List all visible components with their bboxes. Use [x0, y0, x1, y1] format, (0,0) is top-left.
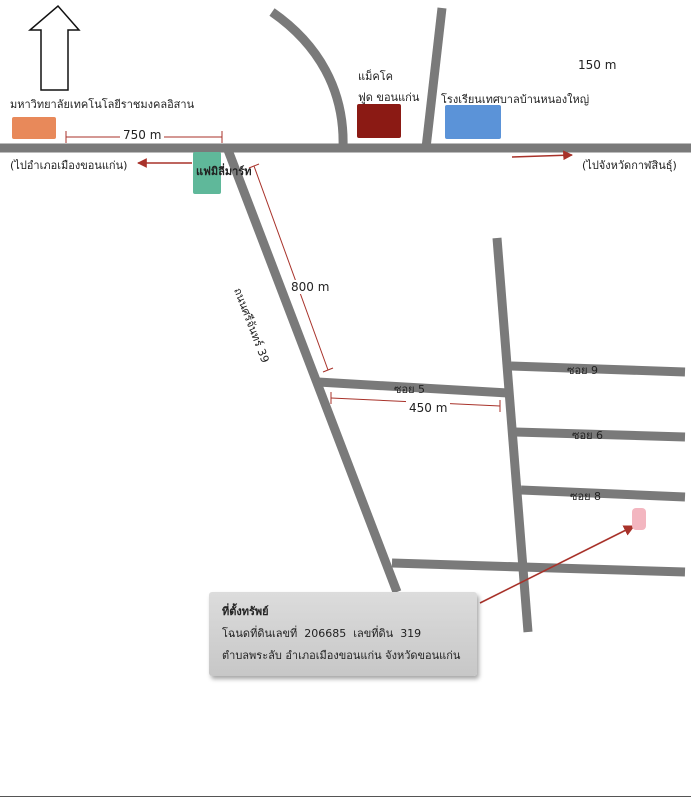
deed-number: 206685	[304, 627, 347, 640]
direction-right-label: (ไปจังหวัดกาฬสินธุ์)	[582, 159, 677, 172]
soi6-label: ซอย 6	[572, 429, 604, 442]
makro-label-1: แม็คโค	[358, 70, 393, 83]
dimension-800	[248, 163, 334, 373]
family-mart-marker	[193, 152, 221, 194]
makro-label-2: ฟูด ขอนแก่น	[358, 91, 420, 104]
family-mart-label: แฟมิลี่มาร์ท	[196, 165, 252, 178]
deed-line: โฉนดที่ดินเลขที่ 206685 เลขที่ดิน 319	[222, 624, 421, 642]
distance-800: 800 m	[289, 280, 332, 294]
university-label: มหาวิทยาลัยเทคโนโลยีราชมงคลอิสาน	[10, 98, 195, 111]
soi8-road	[520, 485, 686, 502]
school-marker	[445, 105, 501, 139]
north-arrow-icon	[27, 4, 81, 91]
makro-marker	[357, 104, 401, 138]
soi6-road	[514, 427, 686, 442]
distance-750: 750 m	[120, 128, 165, 142]
bottom-divider	[0, 796, 691, 797]
north-road	[421, 7, 447, 149]
property-pointer-icon	[479, 525, 636, 604]
property-location: ตำบลพระลับ อำเภอเมืองขอนแก่น จังหวัดขอนแ…	[222, 649, 461, 662]
land-number: 319	[400, 627, 422, 640]
arrow-right-icon	[511, 150, 573, 161]
soi5-label: ซอย 5	[394, 383, 426, 396]
property-title: ที่ตั้งทรัพย์	[222, 605, 269, 618]
university-marker	[12, 117, 56, 139]
soi8-label: ซอย 8	[570, 490, 602, 503]
land-label: เลขที่ดิน	[353, 627, 394, 640]
property-info-box: ที่ตั้งทรัพย์ โฉนดที่ดินเลขที่ 206685 เล…	[209, 592, 477, 676]
direction-left-label: (ไปอำเภอเมืองขอนแก่น)	[10, 159, 128, 172]
distance-450: 450 m	[406, 401, 451, 415]
diagonal-road	[223, 148, 402, 594]
deed-label: โฉนดที่ดินเลขที่	[222, 627, 298, 640]
south-road	[391, 558, 686, 577]
school-label: โรงเรียนเทศบาลบ้านหนองใหญ่	[441, 93, 590, 106]
distance-top-right: 150 m	[578, 58, 617, 72]
property-marker	[632, 508, 646, 530]
soi9-road	[510, 361, 686, 377]
soi9-label: ซอย 9	[567, 364, 599, 377]
soi5-road	[317, 377, 509, 398]
curved-road	[269, 8, 348, 149]
